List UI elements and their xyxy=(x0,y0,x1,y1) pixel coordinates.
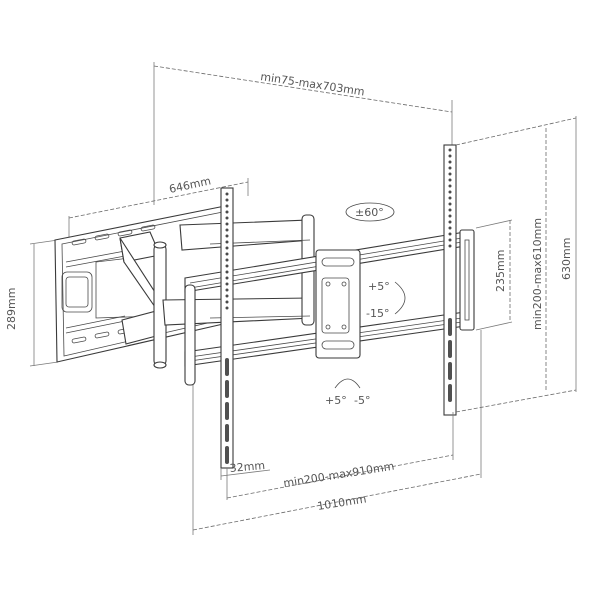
dimension-profile-depth: 32mm xyxy=(220,459,271,500)
label-arm-length: 646mm xyxy=(168,174,212,196)
swivel-indicator: ±60° xyxy=(345,202,395,222)
label-vesa-horizontal: min200-max910mm xyxy=(282,460,395,490)
label-extension: min75-max703mm xyxy=(260,70,366,98)
label-adapter-height: 235mm xyxy=(494,250,507,292)
label-level-plus: +5° xyxy=(325,394,347,407)
label-vesa-vertical: min200-max610mm xyxy=(531,218,544,330)
label-profile-depth: 32mm xyxy=(229,459,265,475)
left-vertical-bracket xyxy=(184,187,234,469)
main-arms xyxy=(162,214,315,326)
label-swivel: ±60° xyxy=(355,206,384,219)
tilt-indicator: +5° -15° xyxy=(366,280,406,320)
label-wall-plate-height: 289mm xyxy=(5,288,18,330)
label-overall-height: 630mm xyxy=(560,238,573,280)
dimension-vesa-vertical: min200-max610mm xyxy=(531,128,547,390)
adapter-plate xyxy=(315,249,361,359)
label-level-minus: -5° xyxy=(354,394,370,407)
dimension-adapter-height: 235mm xyxy=(475,219,513,331)
label-overall-width: 1010mm xyxy=(316,492,367,513)
dimension-overall-height: 630mm xyxy=(455,116,577,413)
dimension-vesa-horizontal: min200-max910mm xyxy=(226,412,454,499)
right-vertical-bracket xyxy=(443,144,475,416)
dimension-overall-width: 1010mm xyxy=(192,330,482,535)
inner-arm xyxy=(119,231,167,369)
dimension-wall-plate-height: 289mm xyxy=(5,239,59,367)
level-indicator: +5° -5° xyxy=(325,378,370,407)
label-tilt-down: -15° xyxy=(366,307,389,320)
label-tilt-up: +5° xyxy=(368,280,390,293)
